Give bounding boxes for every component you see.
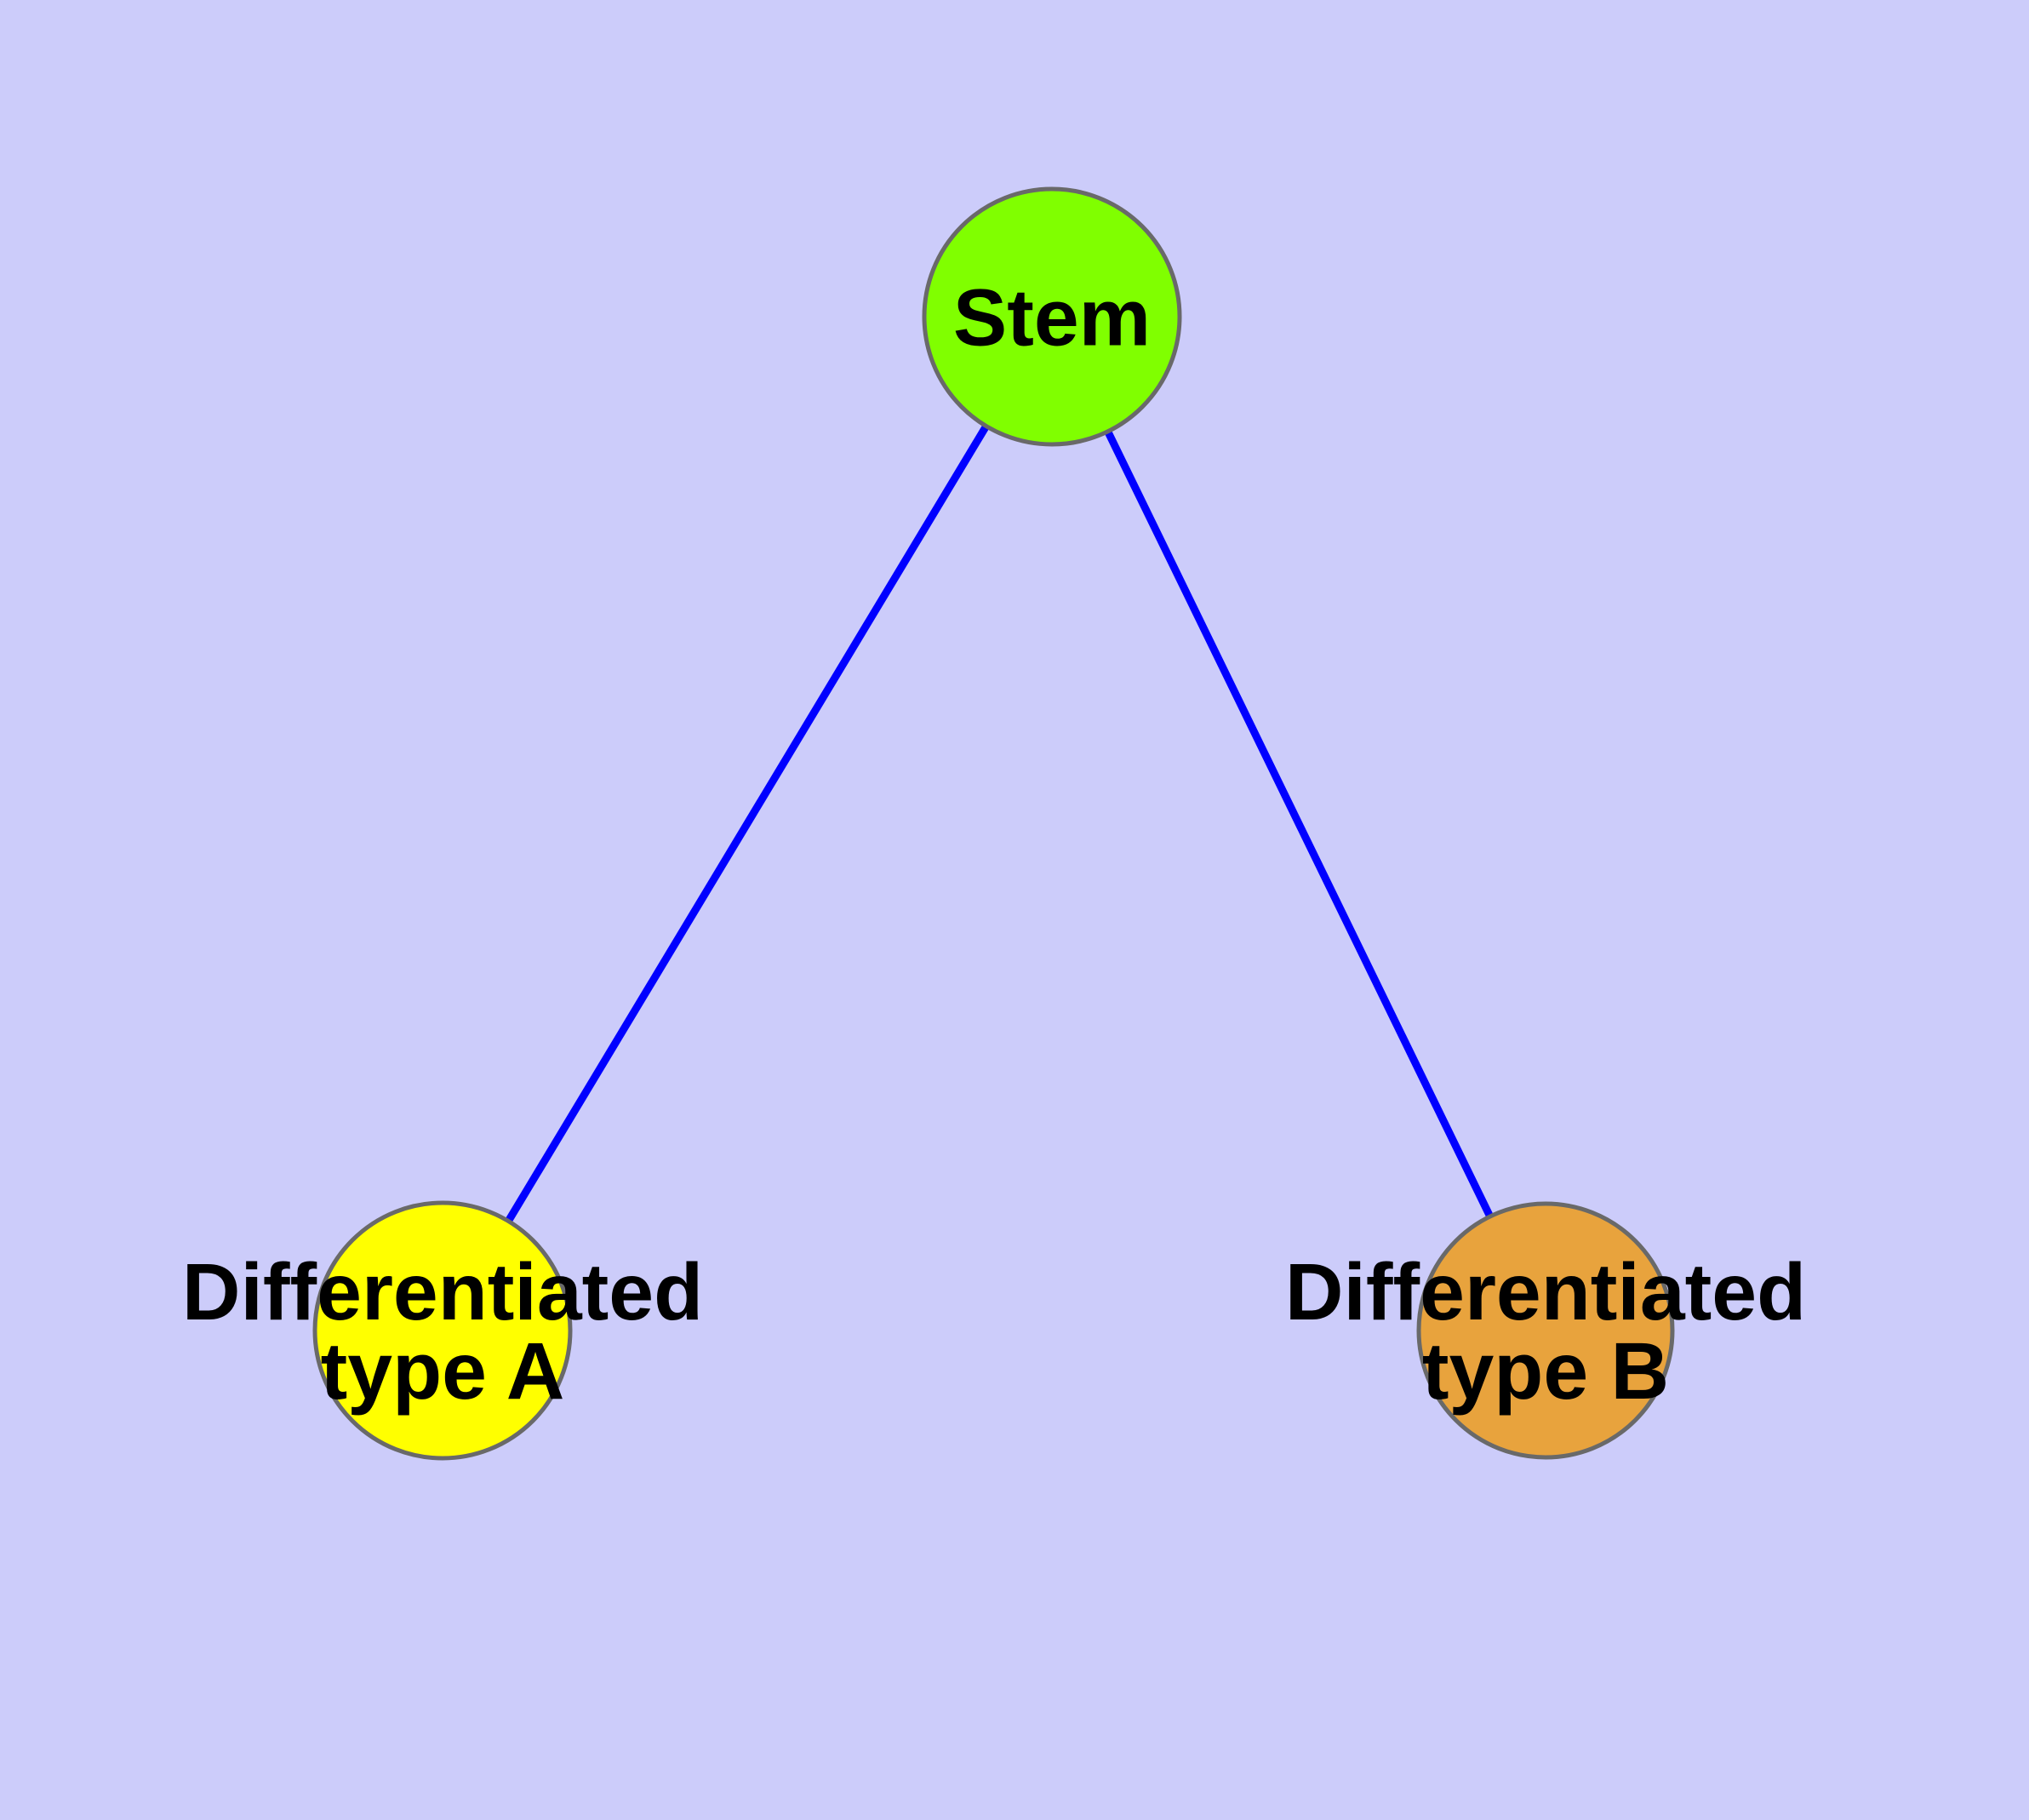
graph-node-label-line: type A bbox=[321, 1326, 565, 1417]
graph-node-label-line: Differentiated bbox=[182, 1247, 703, 1337]
graph-node-label-line: type B bbox=[1422, 1326, 1669, 1417]
graph-edge-stem-to-diff-b bbox=[1102, 426, 1495, 1222]
graph-node-label-line: Differentiated bbox=[1285, 1247, 1806, 1337]
nodes-layer bbox=[312, 186, 1675, 1461]
graph-node-diff_b[interactable] bbox=[1416, 1201, 1675, 1460]
graph-node-stem[interactable] bbox=[922, 186, 1182, 447]
edges-layer bbox=[503, 421, 1495, 1227]
graph-node-diff_a[interactable] bbox=[312, 1200, 573, 1461]
graph-node-label-stem: Stem bbox=[953, 272, 1151, 363]
graph-node-label-line: Stem bbox=[953, 272, 1151, 363]
graph-edge-stem-to-diff-a bbox=[503, 421, 992, 1227]
